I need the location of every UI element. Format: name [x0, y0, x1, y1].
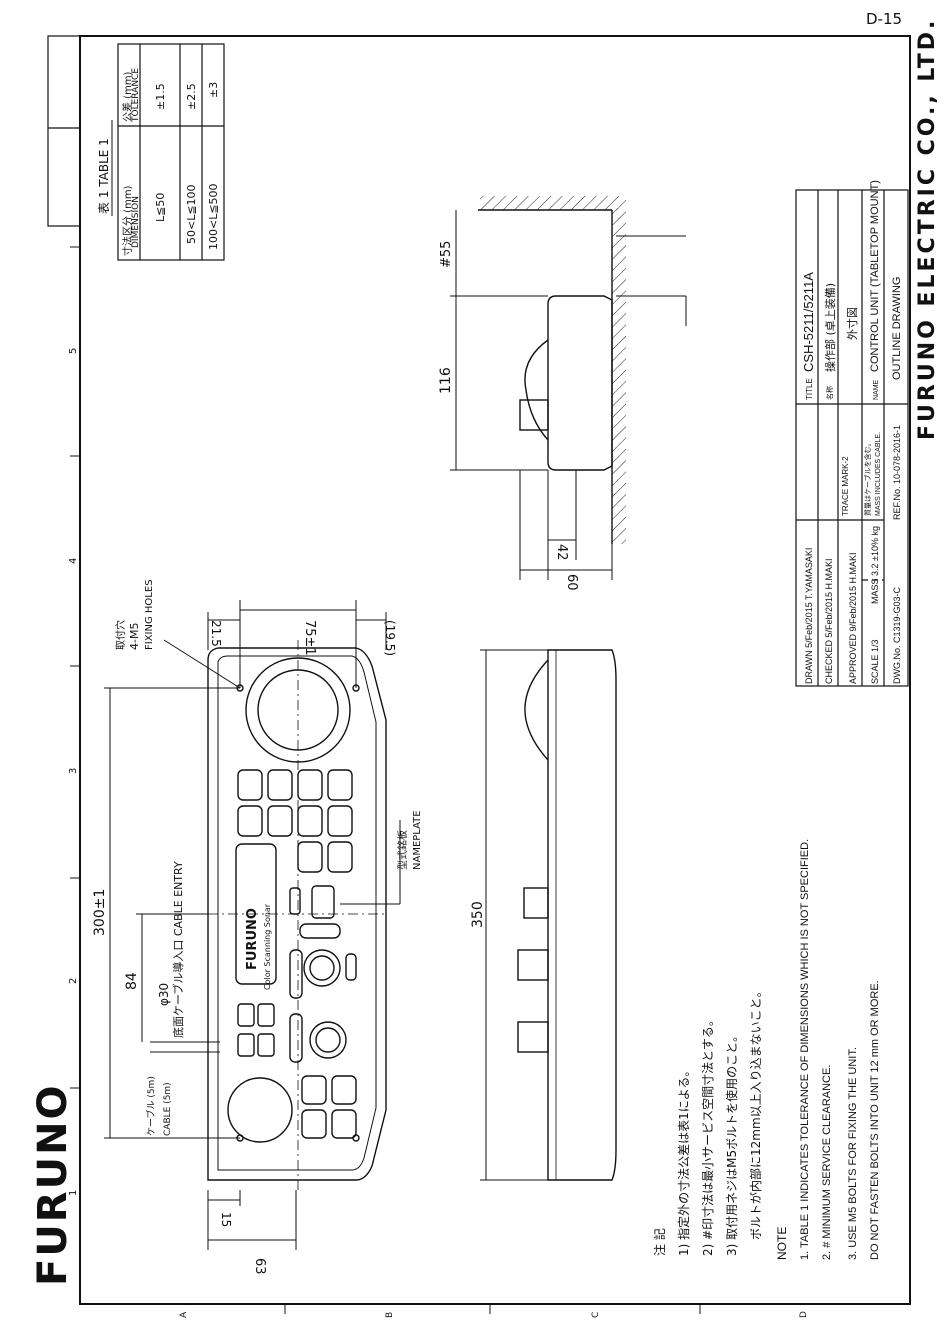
svg-text:100<L≦500: 100<L≦500 [207, 183, 220, 250]
grid-letter-a: A [179, 1311, 189, 1318]
title-block-name-en2: OUTLINE DRAWING [891, 277, 903, 381]
dim-phi30: φ30 [157, 983, 171, 1006]
cable-label-en: CABLE (5m) [163, 1082, 173, 1136]
notes-jp-item-4: ボルトが内部に12mm以上入り込まないこと。 [748, 985, 763, 1240]
nameplate-en: NAMEPLATE [412, 810, 423, 870]
dim-350: 350 [470, 901, 486, 928]
nameplate-jp: 型式銘板 [396, 830, 409, 870]
notes-en-item-2: 2. # MINIMUM SERVICE CLEARANCE. [821, 1065, 833, 1260]
svg-text:L≦50: L≦50 [154, 193, 167, 222]
title-block [795, 189, 909, 687]
dim-63: 63 [252, 1258, 267, 1275]
dim-300: 300±1 [92, 889, 108, 936]
title-block-approved: APPROVED 9/Feb/2015 H.MAKI [848, 552, 858, 684]
title-block-trace: TRACE MARK-2 [841, 456, 850, 516]
notes-jp-item-2: 2) #印寸法は最小サービス空間寸法とする。 [701, 1014, 715, 1256]
title-block-title: CSH-5211/5211A [801, 272, 816, 372]
grid-number-2: 2 [68, 978, 79, 984]
dim-84: 84 [124, 972, 140, 990]
cable-label-jp: ケーブル (5m) [145, 1076, 157, 1136]
revision-box [47, 35, 81, 227]
notes-en-item-3: 3. USE M5 BOLTS FOR FIXING THE UNIT. [847, 1047, 859, 1260]
page-number: D-15 [866, 10, 902, 28]
title-block-name-en: CONTROL UNIT (TABLETOP MOUNT) [869, 180, 881, 372]
title-block-ref: REF.No. 10-078-2016-1 [892, 425, 902, 520]
fixing-holes-m5: 4-M5 [128, 623, 141, 650]
side-view [450, 196, 687, 580]
grid-number-1: 1 [68, 1190, 79, 1196]
title-block-checked: CHECKED 5/Feb/2015 H.MAKI [824, 558, 834, 684]
notes-en-title: NOTE [775, 1227, 789, 1260]
fixing-holes-en: FIXING HOLES [144, 579, 155, 650]
front-view [480, 649, 617, 1181]
title-block-mass: MASS 3.2 ±10% kg [870, 526, 880, 604]
dim-116: 116 [438, 367, 454, 394]
svg-text:DIMENSION: DIMENSION [131, 196, 141, 248]
furuno-logo: FURUNO [30, 1083, 76, 1286]
sheet-border [79, 35, 911, 1305]
svg-text:TOLERANCE: TOLERANCE [131, 68, 141, 123]
title-block-mass-note-jp: 質量はケーブルを含む。 [863, 439, 872, 516]
dim-75: 75±1 [302, 620, 317, 656]
fixing-holes-jp: 取付穴 [114, 620, 127, 650]
svg-text:±2.5: ±2.5 [185, 83, 198, 110]
grid-letter-b: B [385, 1312, 395, 1318]
svg-text:±1.5: ±1.5 [154, 83, 167, 110]
dim-15: 15 [219, 1212, 233, 1227]
dim-60: 60 [564, 574, 579, 591]
top-view-dimensions [104, 600, 401, 1250]
table-1-title: 表 1 TABLE 1 [97, 138, 111, 214]
svg-text:±3: ±3 [207, 82, 220, 98]
dim-55: #55 [439, 241, 454, 268]
top-view [207, 640, 387, 1190]
svg-text:50<L≦100: 50<L≦100 [185, 184, 198, 244]
title-block-mass-note-en: MASS INCLUDES CABLE. [875, 432, 882, 516]
grid-number-3: 3 [68, 768, 79, 774]
notes-english: NOTE 1. TABLE 1 INDICATES TOLERANCE OF D… [775, 839, 881, 1260]
grid-letter-d: D [799, 1311, 809, 1318]
title-block-name-jp2: 外寸図 [845, 307, 859, 340]
grid-letter-c: C [591, 1312, 601, 1318]
title-block-name-jp-label: 名称 [825, 386, 834, 400]
title-block-name-label: NAME [873, 379, 880, 400]
title-block-scale: SCALE 1/3 [870, 639, 880, 684]
title-block-name-jp: 操作部 (卓上装備) [823, 283, 837, 372]
svg-text:寸法区分 (mm): 寸法区分 (mm) [121, 185, 134, 256]
table-1: 表 1 TABLE 1 寸法区分 (mm) DIMENSION 公差 (mm) … [97, 43, 225, 261]
company-name: FURUNO ELECTRIC CO., LTD. [915, 18, 940, 440]
dim-21-5: 21.5 [209, 620, 223, 647]
title-block-drawn: DRAWN 5/Feb/2015 T.YAMASAKI [804, 548, 814, 684]
unit-brand: FURUNO [245, 908, 260, 970]
notes-jp-item-3: 3) 取付用ネジはM5ボルトを使用のこと。 [724, 1030, 739, 1256]
dim-19-5: (19.5) [383, 620, 397, 656]
grid-ticks [70, 246, 701, 1314]
title-block-title-label: TITLE [805, 378, 814, 400]
notes-jp-title: 注 記 [652, 1228, 667, 1256]
grid-number-5: 5 [68, 348, 79, 354]
notes-jp-item-1: 1) 指定外の寸法公差は表1による。 [676, 1065, 691, 1256]
notes-en-item-1: 1. TABLE 1 INDICATES TOLERANCE OF DIMENS… [799, 839, 811, 1260]
dim-42: 42 [554, 544, 569, 561]
notes-en-item-4: DO NOT FASTEN BOLTS INTO UNIT 12 mm OR M… [869, 980, 881, 1260]
svg-text:公差 (mm): 公差 (mm) [121, 71, 134, 122]
unit-model: Color Scanning Sonar [263, 903, 272, 990]
cable-entry-label: 底面ケーブル導入口 CABLE ENTRY [171, 861, 185, 1038]
notes-japanese: 注 記 1) 指定外の寸法公差は表1による。 2) #印寸法は最小サービス空間寸… [652, 985, 763, 1256]
grid-number-4: 4 [68, 558, 79, 564]
title-block-dwg: DWG.No. C1319-G03-C [892, 586, 902, 684]
